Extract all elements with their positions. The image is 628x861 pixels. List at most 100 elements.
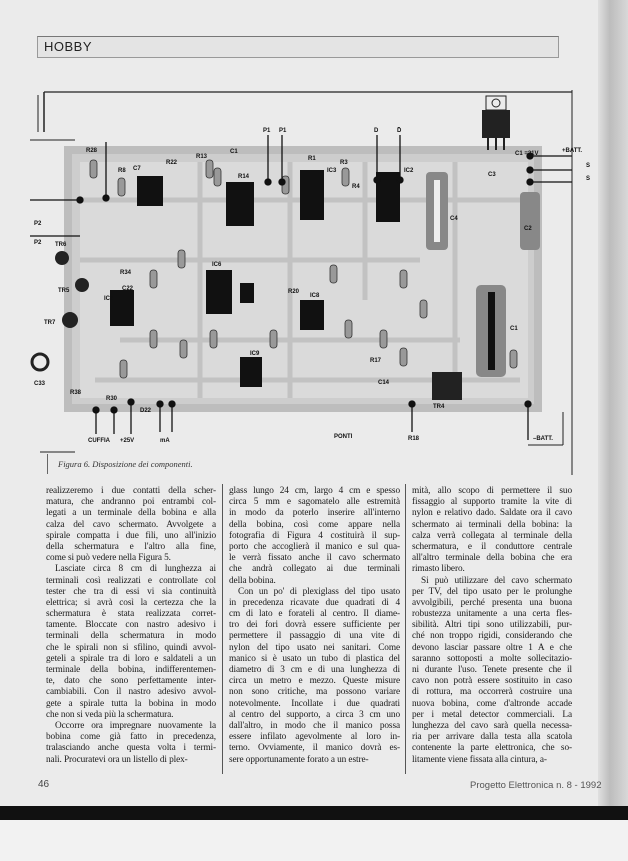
text-line: che le spirali non si sfilino, quindi av… bbox=[46, 642, 216, 653]
text-line: schermatura, e il conduttore centrale bbox=[412, 541, 572, 552]
label-c1-top: C1 bbox=[230, 149, 238, 155]
text-line: porto che accoglierà il manico e sul qua… bbox=[229, 541, 400, 552]
voltage-regulator bbox=[482, 95, 510, 150]
label-tr7: TR7 bbox=[44, 320, 56, 326]
text-line: notevolmente. Incollate i due quadrati bbox=[229, 698, 400, 709]
label-c2: C2 bbox=[524, 226, 532, 232]
scan-edge-band bbox=[0, 806, 628, 820]
label-c1-voltage: C1 =21V bbox=[515, 151, 539, 157]
text-line: spirale compatta i due fili, uno all'ini… bbox=[46, 530, 216, 541]
text-line: della schermatura e l'altro alla fine, bbox=[46, 541, 216, 552]
text-line: lunghezza del cavo sarà quella necessa- bbox=[412, 720, 572, 731]
text-line: ché non troppo rigidi, considerando che bbox=[412, 631, 572, 642]
label-r20: R20 bbox=[288, 289, 300, 295]
label-r3: R3 bbox=[340, 160, 348, 166]
text-line: per TV, del tipo usato per le prolunghe bbox=[412, 586, 572, 597]
text-line: rimasto libero. bbox=[412, 564, 465, 575]
text-line: te, dato che sono perfettamente inter- bbox=[46, 676, 216, 687]
label-ic2: IC2 bbox=[404, 168, 414, 174]
text-line: terminali così realizzati e controllate … bbox=[46, 575, 216, 586]
label-s2: S bbox=[586, 176, 590, 182]
text-line: essere infilato agevolmente al loro in- bbox=[229, 732, 400, 743]
article-column-2: glass lungo 24 cm, largo 4 cm e spesso ci… bbox=[229, 486, 400, 766]
label-ponti: PONTI bbox=[334, 434, 353, 440]
label-c14: C14 bbox=[378, 380, 390, 386]
label-p2-b: P2 bbox=[34, 240, 42, 246]
text-line: tamente. Bloccate con nastro adesivo i bbox=[46, 620, 216, 631]
text-line: non sono critiche, ma possono variare bbox=[229, 687, 400, 698]
text-line: tester che tra di essi vi sia continuità bbox=[46, 586, 216, 597]
text-line: Occorre ora impregnare nuovamente la bbox=[55, 720, 216, 731]
text-line: bobina come già fatto in precedenza, bbox=[46, 732, 216, 743]
text-line: tro dei fori dovrà essere sufficiente pe… bbox=[229, 620, 400, 631]
text-line: al centro del supporto, a circa 3 cm uno bbox=[229, 709, 400, 720]
text-line: Lasciate circa 8 cm di lunghezza ai bbox=[55, 564, 216, 575]
text-line: Con un po' di plexiglass del tipo usato bbox=[238, 586, 400, 597]
label-r30: R30 bbox=[106, 396, 118, 402]
text-line: glass lungo 24 cm, largo 4 cm e spesso bbox=[229, 486, 400, 496]
label-p1-a: P1 bbox=[263, 128, 271, 134]
label-r14: R14 bbox=[238, 174, 250, 180]
text-line: devono lasciar passare oltre 1 A e che bbox=[412, 642, 572, 653]
text-line: saranno sottoposti a molte sollecitazio- bbox=[412, 653, 572, 664]
label-p2-a: P2 bbox=[34, 221, 42, 227]
text-line: mità, allo scopo di permettere il suo bbox=[412, 486, 572, 496]
component-labels: R28 R8 C7 R22 R13 C1 R14 P1 P1 R1 IC3 R3… bbox=[34, 127, 590, 444]
text-line: matura, che andranno poi entrambi col- bbox=[46, 497, 216, 508]
label-ic3: IC3 bbox=[327, 168, 337, 174]
resistors bbox=[89, 159, 518, 379]
text-line: robustezza unitamente a una certa fles- bbox=[412, 609, 572, 620]
electrolytic-capacitors bbox=[30, 172, 540, 400]
label-cuffia: CUFFIA bbox=[88, 438, 111, 444]
label-c22: C22 bbox=[122, 286, 134, 292]
text-line: all'altro terminale della bobina che era bbox=[412, 553, 572, 564]
text-line: per i metal detector commerciali. La bbox=[412, 709, 572, 720]
label-c1: C1 bbox=[510, 326, 518, 332]
text-line: in modo da poterlo inserire all'interno bbox=[229, 508, 400, 519]
text-line: ria per arrivare dalla testa alla scatol… bbox=[412, 732, 572, 743]
text-line: schermatura è stata realizzata corret- bbox=[46, 609, 216, 620]
text-line: legati a un terminale della bobina e all… bbox=[46, 508, 216, 519]
label-c33: C33 bbox=[34, 381, 46, 387]
page-number: 46 bbox=[38, 779, 50, 790]
label-ic8: IC8 bbox=[310, 293, 320, 299]
text-line: diametro di 3 cm e di una lunghezza di bbox=[229, 665, 400, 675]
label-batt-plus: +BATT. bbox=[562, 148, 582, 154]
label-c4: C4 bbox=[450, 216, 458, 222]
section-title: HOBBY bbox=[44, 39, 93, 54]
text-line: cm di lato e forateli al centro. Il diam… bbox=[229, 609, 400, 620]
figure-frame bbox=[30, 90, 573, 475]
text-line: le verrà fissato anche il cavo schermato bbox=[229, 553, 400, 564]
text-line: schermato ai terminali della bobina: la bbox=[412, 519, 572, 530]
article-column-1: realizzeremo i due contatti della scher-… bbox=[46, 486, 216, 766]
text-line: permettere il passaggio di una vite di bbox=[229, 631, 400, 642]
section-header: HOBBY bbox=[37, 36, 559, 58]
text-line: cambiabili. Con il nastro adesivo avvol- bbox=[46, 687, 216, 698]
label-25v: +25V bbox=[120, 438, 134, 444]
column-divider bbox=[222, 484, 223, 774]
text-line: in precedenza ricavate due quadrati di 4 bbox=[229, 597, 400, 608]
text-line: terminale della bobina, indifferentemen- bbox=[46, 665, 216, 675]
label-tr6: TR6 bbox=[55, 242, 67, 248]
text-line: contenente la parte elettronica, che so- bbox=[412, 743, 572, 754]
text-line: come si può vedere nella Figura 5. bbox=[46, 553, 171, 564]
label-ic4: IC4 bbox=[104, 296, 114, 302]
label-batt-minus: –BATT. bbox=[533, 436, 553, 442]
label-tr4: TR4 bbox=[433, 404, 445, 410]
text-line: realizzeremo i due contatti della scher- bbox=[46, 486, 216, 496]
text-line: sere opportunamente forato a un estre- bbox=[229, 754, 369, 765]
text-line: calza del cavo schermato. Avvolgete a bbox=[46, 519, 216, 530]
text-line: cavo non potrà essere sostituito in caso bbox=[412, 676, 572, 687]
text-line: nylon del tipo usato nei sanitari. Come bbox=[229, 642, 400, 653]
label-p1-b: P1 bbox=[279, 128, 287, 134]
caption-bar bbox=[47, 454, 48, 474]
text-line: circa un metro e mezzo. Queste misure bbox=[229, 676, 400, 687]
label-d: D bbox=[374, 128, 379, 134]
figure-caption: Figura 6. Disposizione dei componenti. bbox=[58, 459, 193, 469]
text-line: terminali della schermatura in modo bbox=[46, 631, 216, 642]
scan-margin bbox=[0, 820, 628, 861]
label-tr5: TR5 bbox=[58, 288, 70, 294]
text-line: ni durante l'uso. Tenete presente che il bbox=[412, 665, 572, 675]
